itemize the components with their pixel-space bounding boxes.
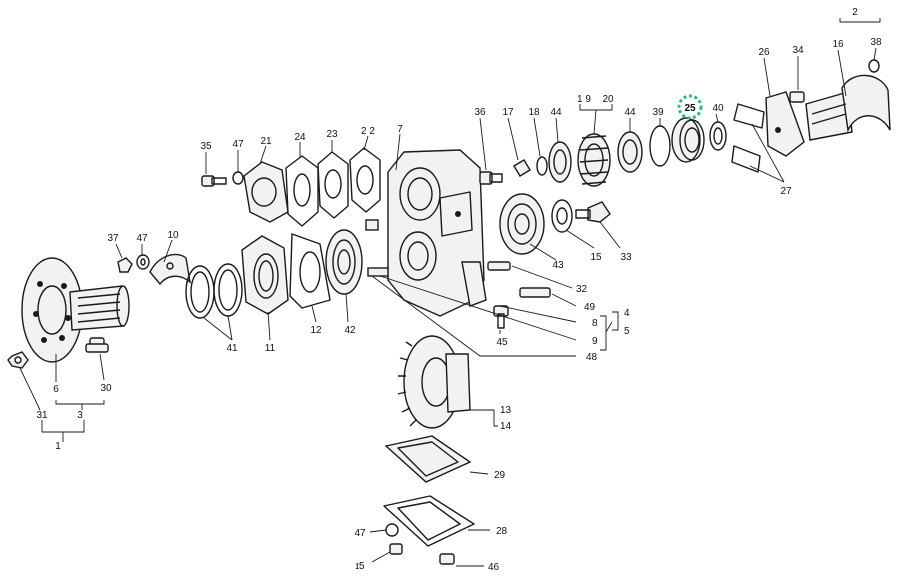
- callout-26: 26: [758, 47, 770, 58]
- callout-43: 43: [552, 260, 564, 271]
- callout-44-left: 44: [550, 107, 562, 118]
- gasket-icon: [289, 233, 331, 309]
- bolt-45-icon: [493, 305, 509, 329]
- callout-24: 24: [294, 132, 306, 143]
- callout-42: 42: [344, 325, 356, 336]
- plug-bolt-icon: [85, 337, 109, 353]
- callout-2: 2: [852, 7, 858, 18]
- nut-icon: [7, 351, 29, 369]
- washer-15-icon: [551, 199, 573, 233]
- callout-38: 38: [870, 37, 882, 48]
- callout-45: 45: [496, 337, 508, 348]
- callout-17: 17: [502, 107, 514, 118]
- callout-20: 20: [602, 94, 614, 105]
- callout-15-bottom: ɪ5: [355, 561, 365, 572]
- seal-icon: [185, 263, 243, 319]
- ring-39-icon: [649, 125, 671, 167]
- callout-18: 18: [528, 107, 540, 118]
- bearing-43-icon: [499, 193, 545, 255]
- callout-12: 12: [310, 325, 322, 336]
- bearing-44-icon: [548, 141, 572, 183]
- callout-35: 35: [200, 141, 212, 152]
- callout-16: 16: [832, 39, 844, 50]
- washer-17-icon: [513, 159, 531, 177]
- callout-6: 6: [53, 384, 59, 395]
- callout-48: 48: [586, 352, 598, 363]
- callout-13: 13: [500, 405, 512, 416]
- callout-46: 46: [488, 562, 500, 573]
- callout-7: 7: [397, 124, 403, 135]
- callout-14: 14: [500, 421, 512, 432]
- callout-33: 33: [620, 252, 632, 263]
- callout-19: 1 9: [577, 94, 591, 105]
- end-cover-icon: [243, 161, 289, 223]
- callout-1: 1: [55, 441, 61, 452]
- callout-25[interactable]: 25: [684, 103, 696, 114]
- callout-41: 41: [226, 343, 238, 354]
- callout-15-right: 15: [590, 252, 602, 263]
- callout-5: 5: [624, 326, 630, 337]
- flange-26-icon: [765, 91, 805, 157]
- bolt-36-icon: [479, 171, 503, 185]
- tab-plate-27-icon: [731, 103, 765, 173]
- callout-40: 40: [712, 103, 724, 114]
- stud-49-icon: [519, 287, 551, 298]
- callout-labels: 1 2 3 4 5 6 7 8 9 10 11 12 13 14 15 ɪ5 1…: [36, 7, 882, 573]
- housing-icon: [365, 149, 487, 317]
- callout-34: 34: [792, 45, 804, 56]
- gasket-set-icon: [285, 147, 381, 227]
- ring-18-icon: [536, 156, 548, 176]
- stud-32-icon: [487, 261, 511, 271]
- bearing-44b-icon: [617, 131, 643, 173]
- output-flange-icon: [21, 257, 130, 363]
- bolt-34-icon: [789, 91, 805, 103]
- yoke-icon: [805, 74, 891, 141]
- callout-44-right: 44: [624, 107, 636, 118]
- leader-lines: [19, 18, 881, 567]
- gasket-28-icon: [383, 495, 475, 547]
- callout-31: 31: [36, 410, 48, 421]
- spacer-25-icon: [671, 117, 705, 163]
- bracket-icon: [149, 253, 191, 286]
- bearing-icon: [325, 229, 363, 295]
- callout-27: 27: [780, 186, 792, 197]
- bearing-cover-icon: [241, 235, 289, 315]
- callout-47-top: 47: [232, 139, 244, 150]
- callout-49: 49: [584, 302, 596, 313]
- small-bolt-icon: [385, 523, 455, 565]
- callout-9: 9: [592, 336, 598, 347]
- callout-8: 8: [592, 318, 598, 329]
- callout-28: 28: [496, 526, 508, 537]
- callout-47-bottom: 47: [354, 528, 366, 539]
- callout-4: 4: [624, 308, 630, 319]
- large-gear-icon: [397, 335, 471, 429]
- callout-10: 10: [167, 230, 179, 241]
- gear-icon: [577, 133, 611, 187]
- bolt-33-icon: [575, 201, 611, 223]
- callout-23: 23: [326, 129, 338, 140]
- callout-29: 29: [494, 470, 506, 481]
- callout-22: 2 2: [361, 126, 375, 137]
- callout-39: 39: [652, 107, 664, 118]
- callout-32: 32: [576, 284, 588, 295]
- callout-3: 3: [77, 410, 83, 421]
- callout-21: 21: [260, 136, 272, 147]
- small-nut-icon: [117, 257, 133, 273]
- clip-38-icon: [868, 59, 880, 73]
- callout-30: 30: [100, 383, 112, 394]
- callout-47-mid: 47: [136, 233, 148, 244]
- ring-40-icon: [709, 121, 727, 151]
- callout-37: 37: [107, 233, 119, 244]
- highlight-gear-icon: [677, 94, 703, 120]
- washer-icon: [136, 254, 150, 270]
- callout-11: 11: [265, 343, 276, 354]
- callout-36: 36: [474, 107, 486, 118]
- bolt-icon: [201, 171, 244, 187]
- cover-plate-icon: [384, 435, 472, 483]
